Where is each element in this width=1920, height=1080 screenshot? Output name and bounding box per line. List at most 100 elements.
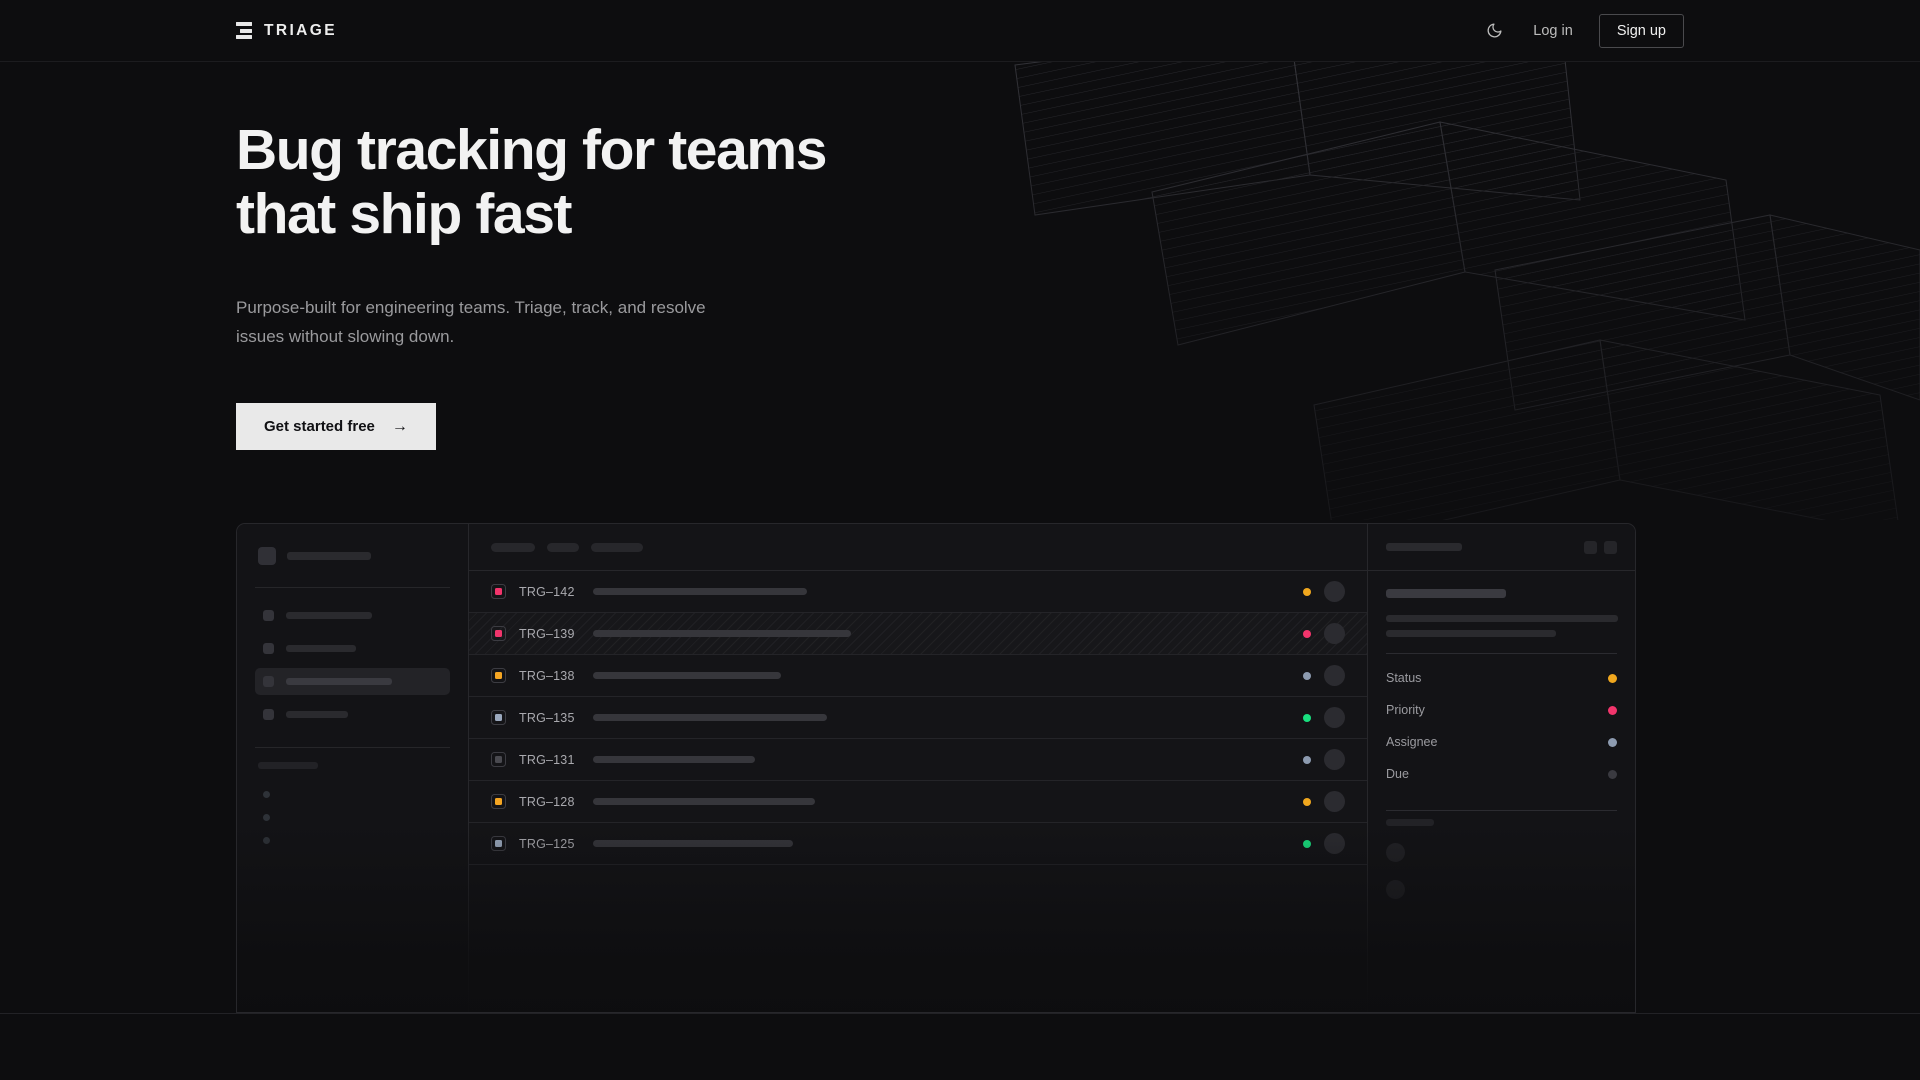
hero-subtitle: Purpose-built for engineering teams. Tri… <box>236 297 706 347</box>
issue-row-meta <box>1287 665 1345 686</box>
brand-name: TRIAGE <box>264 21 337 39</box>
nav-item-label-skeleton <box>286 711 348 718</box>
nav-item-icon <box>263 610 274 621</box>
sidebar-nav-item-1[interactable] <box>255 635 450 662</box>
workspace-name-skeleton <box>287 552 371 560</box>
nav-item-label-skeleton <box>286 612 372 619</box>
issue-row[interactable]: TRG–128 <box>469 781 1367 823</box>
stacked-bars-logo-icon <box>236 22 252 39</box>
sidebar-sub-item-1[interactable] <box>255 806 450 829</box>
site-header: TRIAGE Log in Sign up <box>0 0 1920 62</box>
activity-row-1 <box>1386 871 1617 908</box>
headline-line-1: Bug tracking for teams <box>236 118 827 182</box>
list-toolbar-pill-1[interactable] <box>547 542 579 552</box>
avatar <box>1324 665 1345 686</box>
mockup-sidebar <box>237 524 469 1012</box>
issue-row[interactable]: TRG–125 <box>469 823 1367 865</box>
sidebar-sub-nav <box>255 783 450 852</box>
activity-label-skeleton <box>1386 819 1434 826</box>
signup-button[interactable]: Sign up <box>1598 13 1684 48</box>
login-link[interactable]: Log in <box>1533 22 1573 39</box>
meta-label: Assignee <box>1386 735 1438 749</box>
issue-row-meta <box>1287 791 1345 812</box>
issue-id: TRG–131 <box>519 752 575 767</box>
status-dot <box>1303 797 1311 806</box>
issue-id: TRG–128 <box>519 794 575 809</box>
panel-action-1-icon[interactable] <box>1584 540 1597 554</box>
sub-item-icon <box>263 814 270 821</box>
sidebar-sub-item-2[interactable] <box>255 829 450 852</box>
sidebar-divider-2 <box>255 747 450 748</box>
status-dot <box>1303 713 1311 722</box>
issue-row[interactable]: TRG–142 <box>469 571 1367 613</box>
sidebar-nav-item-2[interactable] <box>255 668 450 695</box>
meta-label: Status <box>1386 671 1422 685</box>
detail-meta-row-priority[interactable]: Priority <box>1386 694 1617 726</box>
detail-panel-header <box>1368 524 1635 571</box>
sidebar-nav-item-3[interactable] <box>255 701 450 728</box>
cta-label: Get started free <box>264 418 375 436</box>
issue-title-skeleton <box>593 840 793 847</box>
panel-action-2-icon[interactable] <box>1604 540 1617 554</box>
sidebar-nav <box>255 602 450 728</box>
issue-row[interactable]: TRG–139 <box>469 613 1367 655</box>
get-started-button[interactable]: Get started free → <box>236 403 436 451</box>
detail-meta-row-assignee[interactable]: Assignee <box>1386 726 1617 758</box>
priority-indicator-icon <box>491 752 506 767</box>
detail-issue-title-skeleton <box>1386 589 1506 598</box>
sidebar-nav-item-0[interactable] <box>255 602 450 629</box>
issue-row-meta <box>1287 749 1345 770</box>
priority-indicator-icon <box>491 794 506 809</box>
list-toolbar-pill-2[interactable] <box>591 542 643 552</box>
priority-indicator-icon <box>491 584 506 599</box>
issue-id: TRG–139 <box>519 626 575 641</box>
workspace-switcher[interactable] <box>255 544 450 568</box>
meta-value-dot <box>1608 705 1617 715</box>
issue-row[interactable]: TRG–131 <box>469 739 1367 781</box>
status-dot <box>1303 587 1311 596</box>
workspace-avatar <box>258 547 276 565</box>
header-actions: Log in Sign up <box>1481 13 1684 48</box>
status-dot <box>1303 671 1311 680</box>
detail-meta-row-status[interactable]: Status <box>1386 662 1617 694</box>
nav-item-icon <box>263 643 274 654</box>
issue-row-meta <box>1287 581 1345 602</box>
avatar <box>1386 880 1405 899</box>
headline-line-2: that ship fast <box>236 182 572 247</box>
status-dot <box>1303 629 1311 638</box>
avatar <box>1324 581 1345 602</box>
detail-description-skeleton <box>1386 615 1618 637</box>
activity-row-0 <box>1386 834 1617 871</box>
activity-list <box>1386 834 1617 908</box>
issue-id: TRG–135 <box>519 710 575 725</box>
issue-title-skeleton <box>593 630 851 637</box>
detail-meta-row-due[interactable]: Due <box>1386 758 1617 790</box>
issue-id: TRG–138 <box>519 668 575 683</box>
issue-row[interactable]: TRG–135 <box>469 697 1367 739</box>
priority-indicator-icon <box>491 710 506 725</box>
brand-logo[interactable]: TRIAGE <box>236 22 337 40</box>
issue-id: TRG–125 <box>519 836 575 851</box>
avatar <box>1324 791 1345 812</box>
sidebar-divider-1 <box>255 587 450 588</box>
moon-icon[interactable] <box>1481 18 1507 44</box>
list-toolbar-pill-0[interactable] <box>491 542 535 552</box>
avatar <box>1324 749 1345 770</box>
issue-title-skeleton <box>593 672 781 679</box>
status-dot <box>1303 755 1311 764</box>
issue-row-meta <box>1287 707 1345 728</box>
meta-label: Priority <box>1386 703 1425 717</box>
avatar <box>1324 707 1345 728</box>
avatar <box>1324 623 1345 644</box>
issue-row[interactable]: TRG–138 <box>469 655 1367 697</box>
avatar <box>1386 843 1405 862</box>
sidebar-sub-item-0[interactable] <box>255 783 450 806</box>
issue-title-skeleton <box>593 798 815 805</box>
